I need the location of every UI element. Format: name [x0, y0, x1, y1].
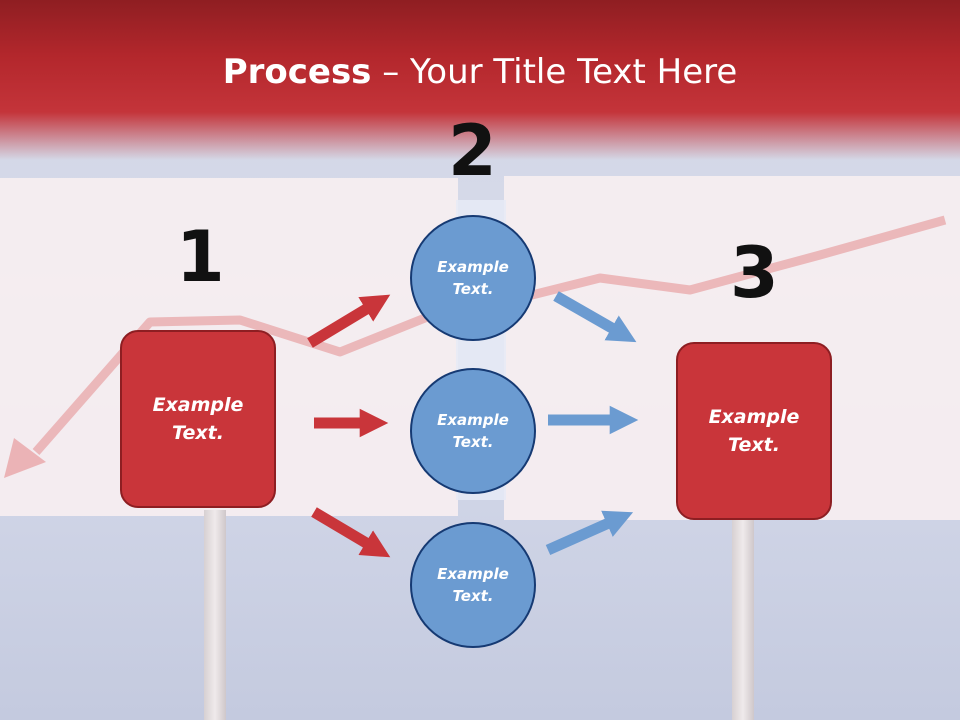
step1-box-text: Example Text. — [152, 393, 244, 445]
step3-box[interactable]: Example Text. — [676, 342, 832, 520]
right-sign-post — [732, 512, 754, 720]
arrow-step1-to-bottom-circle — [311, 507, 391, 558]
step1-box[interactable]: Example Text. — [120, 330, 276, 508]
title-rest: – Your Title Text Here — [371, 52, 738, 92]
step2-circle-middle-text: Example Text. — [437, 410, 509, 452]
arrow-bottom-circle-to-step3 — [545, 510, 634, 556]
step-number-2: 2 — [448, 110, 497, 192]
arrow-top-circle-to-step3 — [553, 291, 637, 343]
background-trend-arrowhead — [4, 438, 46, 478]
step-number-3: 3 — [730, 232, 779, 314]
step2-circle-middle[interactable]: Example Text. — [410, 368, 536, 494]
arrow-step1-to-top-circle — [307, 294, 391, 348]
step3-box-text: Example Text. — [708, 405, 800, 457]
left-sign-post — [204, 510, 226, 720]
header-band — [0, 0, 960, 160]
step2-circle-bottom[interactable]: Example Text. — [410, 522, 536, 648]
title-bold: Process — [222, 52, 372, 92]
slide-title: Process – Your Title Text Here — [0, 52, 960, 92]
step2-circle-bottom-text: Example Text. — [437, 564, 509, 606]
step2-circle-top-text: Example Text. — [437, 257, 509, 299]
step2-circle-top[interactable]: Example Text. — [410, 215, 536, 341]
step-number-1: 1 — [176, 216, 225, 298]
